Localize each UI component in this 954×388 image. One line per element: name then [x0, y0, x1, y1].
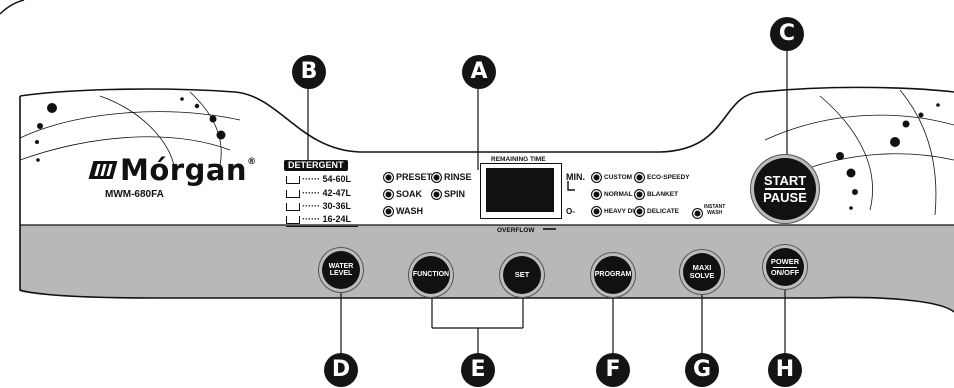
indicator-light-icon [591, 172, 602, 183]
start-pause-button[interactable]: START PAUSE [754, 158, 816, 220]
power-button[interactable]: POWER ON/OFF [766, 248, 804, 286]
cup-icon [286, 189, 300, 198]
indicator-light-icon [634, 189, 645, 200]
indicator-preset: PRESET [383, 172, 432, 184]
indicator-light-icon [591, 189, 602, 200]
program-button[interactable]: PROGRAM [594, 256, 632, 294]
indicator-light-icon [634, 206, 645, 217]
indicator-light-icon [692, 208, 703, 220]
detergent-level-3: ······ 30-36L [286, 201, 351, 212]
detergent-level-1: ······ 54-60L [286, 174, 351, 185]
detergent-divider [286, 226, 358, 228]
indicator-light-icon [383, 189, 394, 201]
callout-b: B [292, 55, 326, 89]
indicator-heavy-duty: HEAVY DUTY [591, 206, 645, 217]
indicator-instant-wash [692, 208, 705, 220]
set-button[interactable]: SET [503, 256, 541, 294]
brand-logo-icon [88, 161, 118, 179]
detergent-level-4: ······ 16-24L [286, 214, 351, 225]
indicator-blanket: BLANKET [634, 189, 678, 200]
indicator-soak: SOAK [383, 189, 422, 201]
indicator-wash: WASH [383, 206, 423, 218]
overflow-label: OVERFLOW [497, 227, 535, 234]
indicator-light-icon [591, 206, 602, 217]
indicator-light-icon [431, 172, 442, 184]
child-lock-icon: O- [566, 207, 575, 216]
callout-h: H [768, 353, 802, 387]
brand-name: Mórgan® [120, 153, 257, 187]
model-number: MWM-680FA [105, 189, 164, 200]
detergent-level-2: ······ 42-47L [286, 188, 351, 199]
indicator-light-icon [634, 172, 645, 183]
cup-icon [286, 215, 300, 224]
cup-icon [286, 202, 300, 211]
callout-e: E [461, 353, 495, 387]
callout-f: F [596, 353, 630, 387]
callout-g: G [685, 353, 719, 387]
indicator-light-icon [383, 172, 394, 184]
lcd-display [486, 168, 554, 212]
indicator-spin: SPIN [431, 189, 465, 201]
detergent-title: DETERGENT [284, 160, 348, 171]
indicator-delicate: DELICATE [634, 206, 679, 217]
callout-a: A [462, 55, 496, 89]
display-frame [480, 163, 562, 219]
callout-c: C [770, 17, 804, 51]
indicator-light-icon [431, 189, 442, 201]
callout-d: D [324, 353, 358, 387]
indicator-light-icon [383, 206, 394, 218]
indicator-normal: NORMAL [591, 189, 633, 200]
cup-icon [286, 175, 300, 184]
min-label: MIN. [566, 172, 585, 182]
indicator-rinse: RINSE [431, 172, 472, 184]
function-button[interactable]: FUNCTION [412, 256, 450, 294]
indicator-eco-speedy: ECO-SPEEDY [634, 172, 690, 183]
remaining-time-label: REMAINING TIME [491, 156, 546, 163]
indicator-custom: CUSTOM [591, 172, 632, 183]
